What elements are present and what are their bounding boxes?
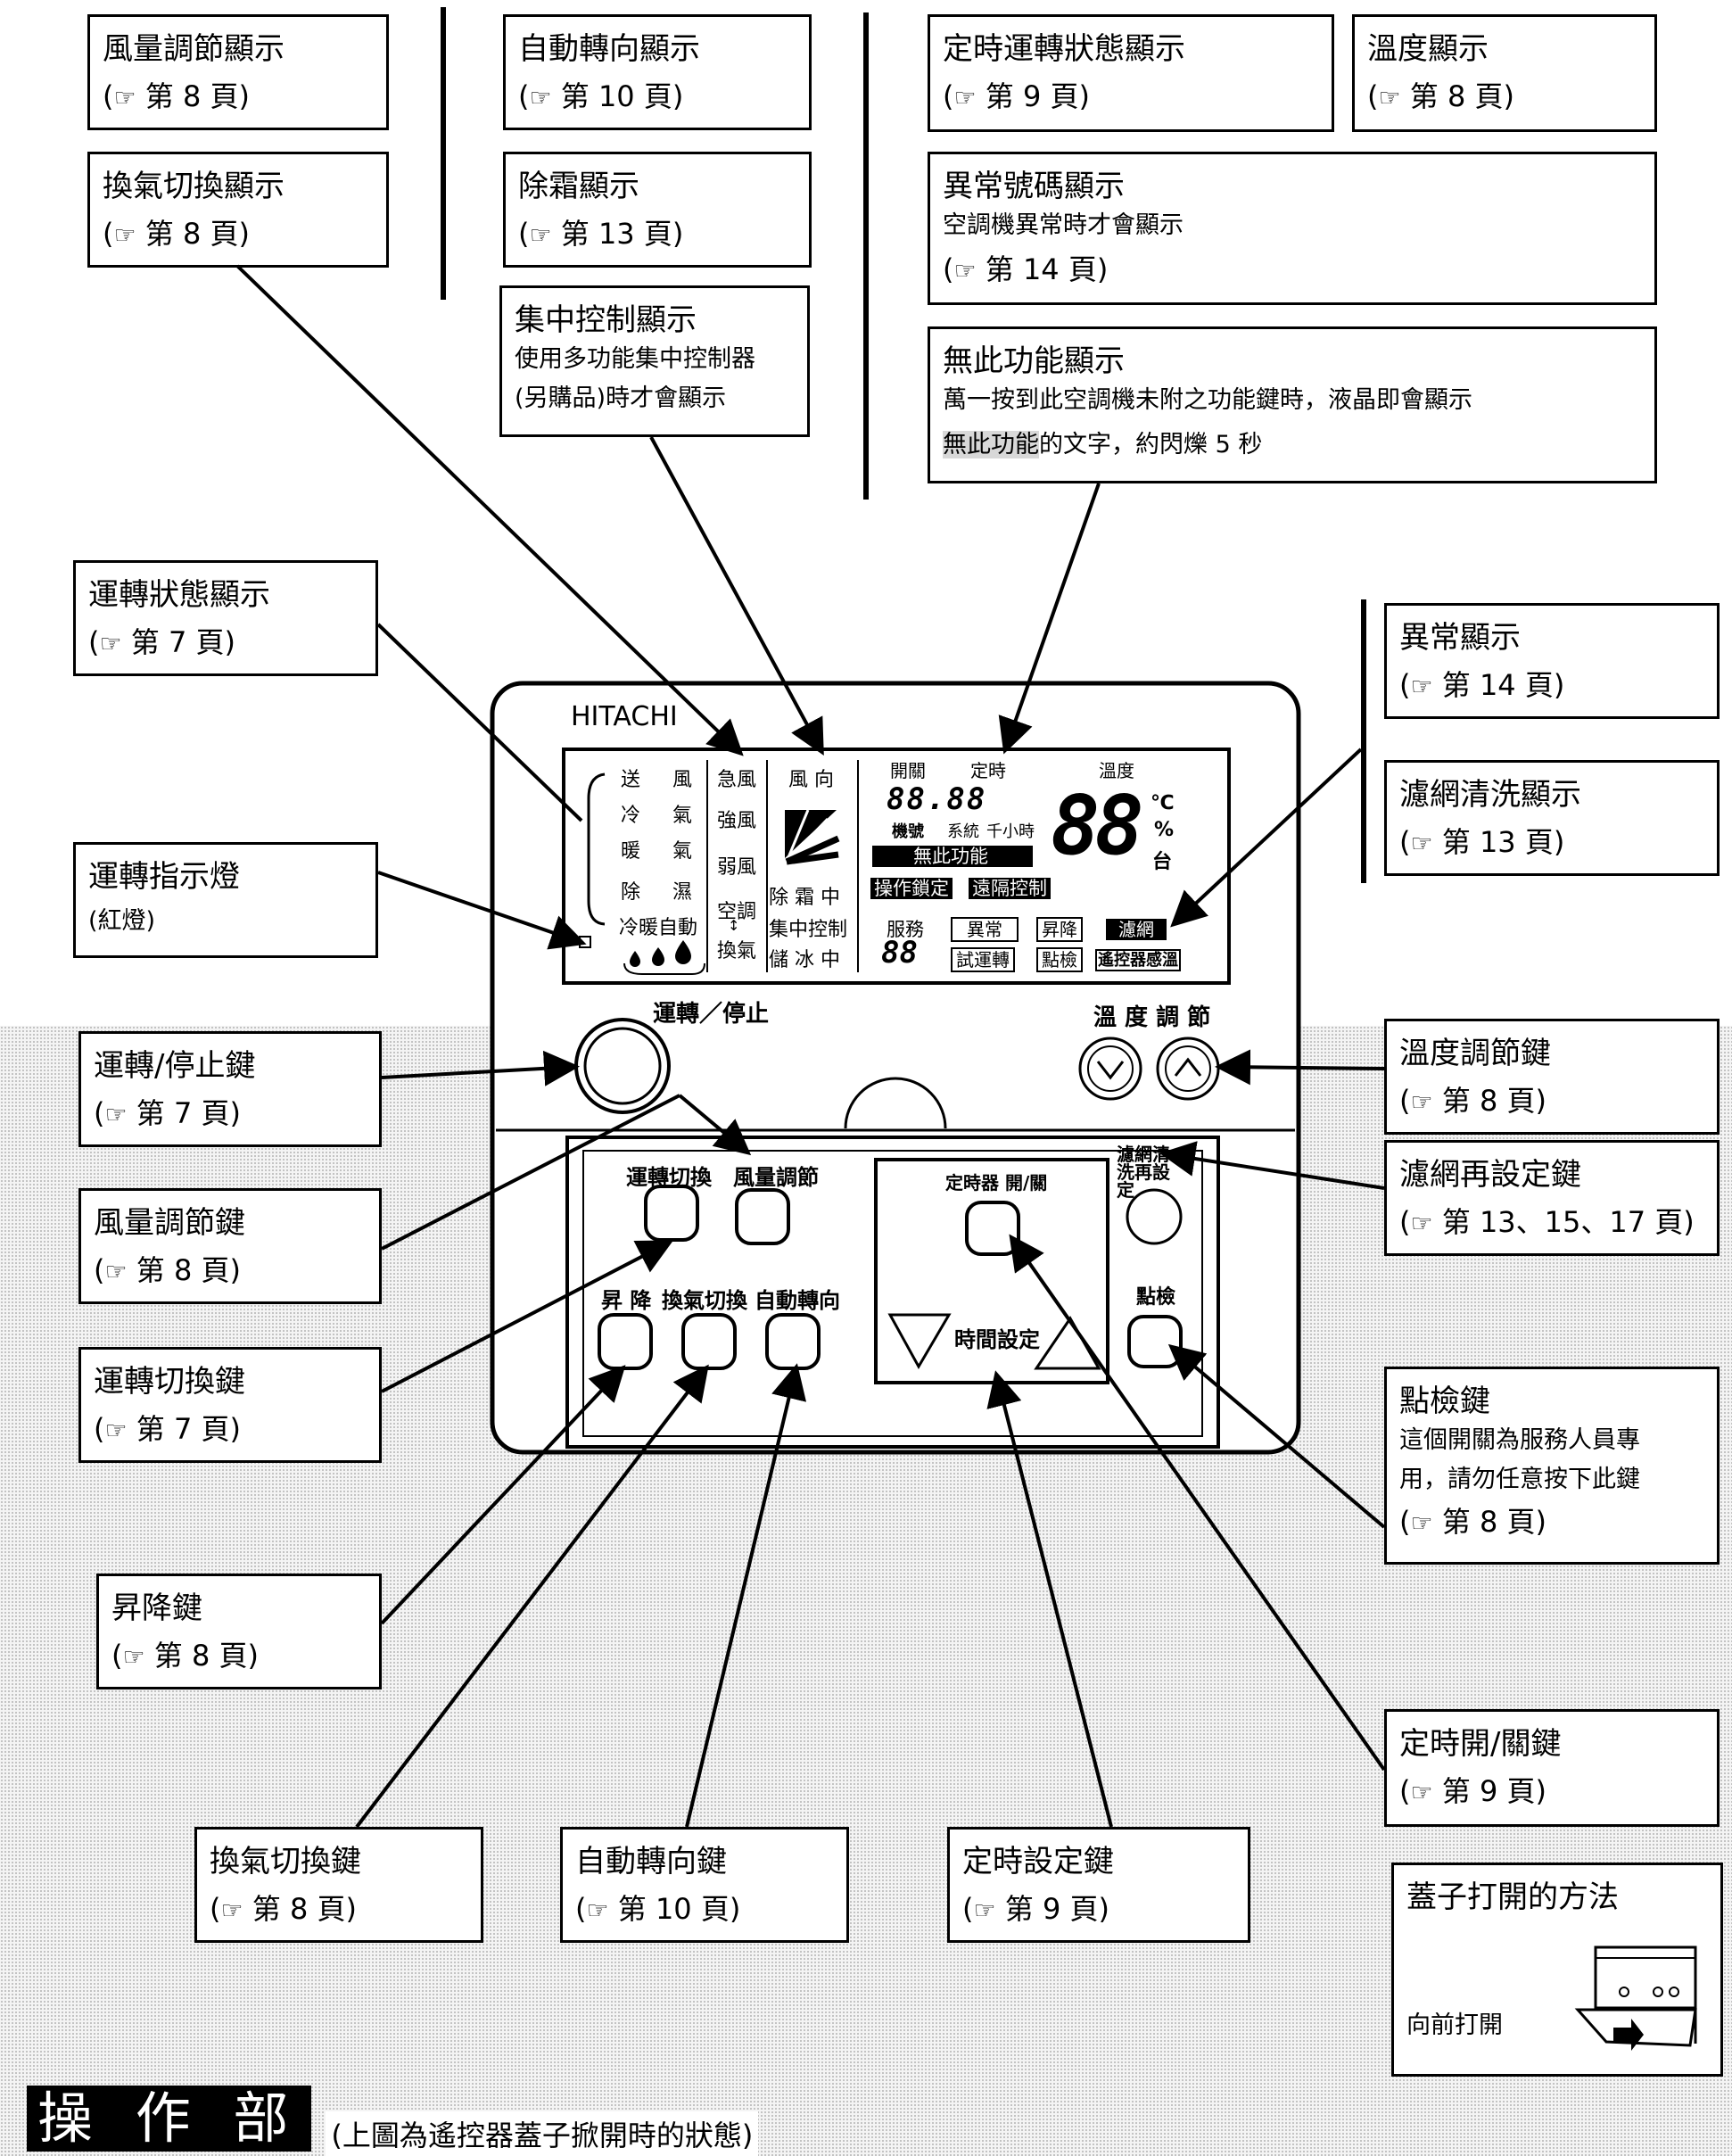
lcd-temp: 溫度 xyxy=(1099,760,1134,781)
callout-lift-key: 昇降鍵 (☞ 第 8 頁) xyxy=(96,1574,382,1689)
lcd-service: 服務 xyxy=(887,919,924,940)
lcd-filter: 濾網 xyxy=(1106,915,1167,941)
lcd-unit-percent: % xyxy=(1154,819,1175,841)
callout-timer-display: 定時運轉狀態顯示 (☞ 第 9 頁) xyxy=(928,14,1334,132)
lcd-ice: 儲 冰 中 xyxy=(769,949,840,971)
callout-filter-display: 濾網清洗顯示 (☞ 第 13 頁) xyxy=(1384,760,1720,876)
lcd-trial: 試運轉 xyxy=(951,946,1015,972)
separator-line xyxy=(441,7,446,300)
check-key-label: 點檢 xyxy=(1136,1286,1176,1309)
callout-op-lamp: 運轉指示燈 (紅燈) xyxy=(73,842,378,958)
vent-key-label: 換氣切換 xyxy=(662,1288,747,1313)
lcd-check: 點檢 xyxy=(1036,946,1083,972)
lcd-mode-dry: 除 xyxy=(621,881,641,904)
lcd-timer: 定時 xyxy=(970,760,1006,781)
lcd-fan-level-mid: 強風 xyxy=(717,810,757,832)
separator-line xyxy=(863,12,869,500)
lcd-vent-label: 換氣 xyxy=(717,940,757,962)
lcd-mode-cool: 冷 xyxy=(621,805,641,827)
separator-line xyxy=(1361,599,1366,883)
fan-direction-icon xyxy=(785,809,840,865)
lcd-central: 集中控制 xyxy=(769,919,848,941)
lcd-fan-level-low: 弱風 xyxy=(717,856,757,879)
time-set-label: 時間設定 xyxy=(954,1327,1040,1352)
callout-error-code-display: 異常號碼顯示 空調機異常時才會顯示 (☞ 第 14 頁) xyxy=(928,152,1657,305)
lcd-unit-tai: 台 xyxy=(1152,851,1173,873)
lcd-op-lock: 操作鎖定 xyxy=(870,874,953,901)
lcd-abnormal: 異常 xyxy=(951,915,1019,942)
timer-onoff-key-label: 定時器 開/關 xyxy=(945,1172,1048,1194)
lcd-mode-heat-2: 氣 xyxy=(672,840,693,863)
lcd-hours-label: 千小時 xyxy=(986,822,1035,841)
lcd-remote-control: 遠隔控制 xyxy=(969,874,1051,901)
lcd-mode-heat: 暖 xyxy=(621,840,641,863)
callout-mode-key: 運轉切換鍵 (☞ 第 7 頁) xyxy=(78,1347,382,1463)
callout-cover-open: 蓋子打開的方法 向前打開 xyxy=(1391,1863,1723,2077)
lcd-service-digits: 88 xyxy=(881,935,918,971)
callout-swing-key: 自動轉向鍵 (☞ 第 10 頁) xyxy=(560,1827,849,1943)
lift-key-label: 昇 降 xyxy=(601,1288,652,1313)
callout-defrost-display: 除霜顯示 (☞ 第 13 頁) xyxy=(503,152,812,268)
drop-icon xyxy=(630,940,691,967)
lcd-code-label: 機號 xyxy=(892,822,924,841)
lcd-unit-celsius: ℃ xyxy=(1151,792,1175,814)
callout-central-display: 集中控制顯示 使用多功能集中控制器 (另購品)時才會顯示 xyxy=(499,285,810,437)
cover-open-illustration xyxy=(1574,1945,1697,2051)
footer: 操 作 部 (上圖為遙控器蓋子掀開時的狀態) xyxy=(27,2086,759,2156)
section-note: (上圖為遙控器蓋子掀開時的狀態) xyxy=(326,2111,759,2156)
callout-vent-key: 換氣切換鍵 (☞ 第 8 頁) xyxy=(194,1827,483,1943)
temp-adjust-label: 溫 度 調 節 xyxy=(1093,1004,1211,1031)
lcd-mode-fan-2: 風 xyxy=(672,769,693,791)
callout-temp-display: 溫度顯示 (☞ 第 8 頁) xyxy=(1352,14,1657,132)
lcd-sensor: 遙控器感溫 xyxy=(1095,947,1181,971)
callout-fan-key: 風量調節鍵 (☞ 第 8 頁) xyxy=(78,1188,382,1304)
lcd-mode-fan: 送 xyxy=(621,769,641,791)
lcd-ac-vent-arrow: ↕ xyxy=(728,917,740,934)
callout-abnormal-display: 異常顯示 (☞ 第 14 頁) xyxy=(1384,603,1720,719)
callout-check-key: 點檢鍵 這個開關為服務人員專 用，請勿任意按下此鍵 (☞ 第 8 頁) xyxy=(1384,1367,1720,1565)
callout-filter-reset-key: 濾網再設定鍵 (☞ 第 13、15、17 頁) xyxy=(1384,1140,1720,1256)
brand-logo: HITACHI xyxy=(571,701,678,732)
filter-reset-key-label: 濾網清洗再設定 xyxy=(1117,1144,1170,1201)
callout-no-function-display: 無此功能顯示 萬一按到此空調機未附之功能鍵時，液晶即會顯示 無此功能的文字，約閃… xyxy=(928,326,1657,483)
lcd-no-function: 無此功能 xyxy=(872,842,1033,869)
callout-timer-set-key: 定時設定鍵 (☞ 第 9 頁) xyxy=(947,1827,1250,1943)
lcd-on-off: 開關 xyxy=(890,760,926,781)
lcd-lift: 昇降 xyxy=(1036,915,1083,942)
callout-run-stop-key: 運轉/停止鍵 (☞ 第 7 頁) xyxy=(78,1031,382,1147)
lcd-system-label: 系統 xyxy=(947,822,979,841)
run-stop-label: 運轉／停止 xyxy=(653,1001,770,1028)
swing-key-label: 自動轉向 xyxy=(755,1288,840,1313)
callout-timer-onoff-key: 定時開/關鍵 (☞ 第 9 頁) xyxy=(1384,1709,1720,1827)
fan-key-label: 風量調節 xyxy=(733,1165,819,1190)
callout-fan-display: 風量調節顯示 (☞ 第 8 頁) xyxy=(87,14,389,130)
callout-temp-key: 溫度調節鍵 (☞ 第 8 頁) xyxy=(1384,1019,1720,1135)
lcd-fan-level-high: 急風 xyxy=(717,769,757,791)
lcd-temp-digits: 88 xyxy=(1051,778,1144,873)
mode-key-label: 運轉切換 xyxy=(626,1165,712,1190)
lcd-defrost: 除 霜 中 xyxy=(769,887,840,909)
lcd-fan-direction: 風 向 xyxy=(788,769,834,791)
lcd-timer-digits: 88.88 xyxy=(887,781,987,817)
lcd-mode-auto: 冷暖自動 xyxy=(619,917,698,939)
lcd-mode-dry-2: 濕 xyxy=(672,881,693,904)
section-title: 操 作 部 xyxy=(27,2086,312,2152)
lcd-mode-cool-2: 氣 xyxy=(672,805,693,827)
callout-op-status-display: 運轉狀態顯示 (☞ 第 7 頁) xyxy=(73,560,378,676)
lcd-ac-label: 空調 xyxy=(717,901,757,923)
callout-swing-display: 自動轉向顯示 (☞ 第 10 頁) xyxy=(503,14,812,130)
